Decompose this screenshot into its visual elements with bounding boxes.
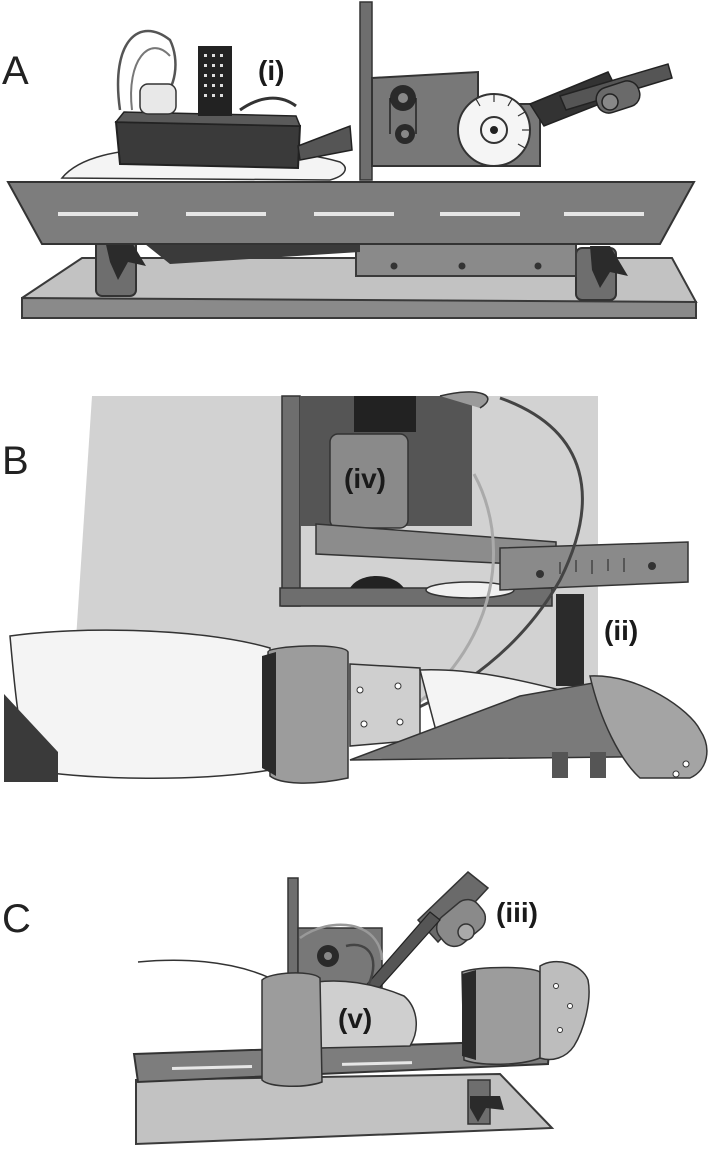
panel-a-electronics (114, 29, 353, 170)
callout-v: (v) (338, 1003, 372, 1034)
panel-c: C (iii) (2, 871, 590, 1146)
callout-ii: (ii) (604, 615, 638, 646)
panel-b-leg-strap (267, 645, 349, 784)
callout-iii: (iii) (496, 897, 538, 928)
panel-c-foot (539, 960, 590, 1061)
panel-b-letter: B (2, 439, 29, 483)
panel-b: B (iv) (2, 391, 708, 784)
panel-b-footplate (349, 675, 708, 779)
panel-c-letter: C (2, 897, 31, 941)
panel-c-leg-outline (137, 959, 271, 979)
panel-b-measuring-arm (499, 541, 689, 591)
panel-a-letter: A (2, 49, 29, 93)
callout-i: (i) (258, 55, 284, 86)
panel-c-shell (315, 980, 417, 1049)
panel-c-base-plate (135, 1072, 555, 1146)
panel-c-knob (467, 1079, 504, 1125)
panel-a-arm (528, 63, 673, 127)
callout-iv: (iv) (344, 463, 386, 494)
panel-a-protractor-dial (457, 93, 531, 167)
panel-b-shell (349, 663, 421, 747)
panel-a: A (2, 1, 698, 320)
panel-a-post (359, 1, 373, 181)
panel-b-shaft (556, 594, 584, 686)
panel-c-strap-left (261, 972, 323, 1088)
